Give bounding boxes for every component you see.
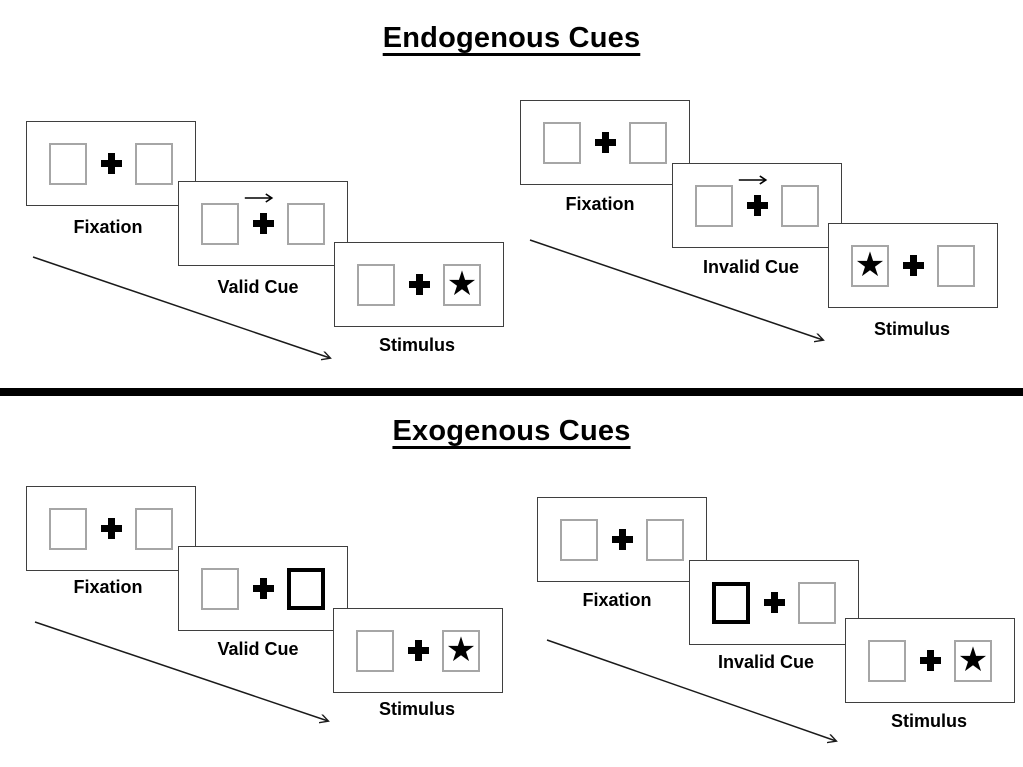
fixation-cross-icon bbox=[408, 274, 430, 295]
left-placeholder-square bbox=[356, 629, 394, 672]
star-stimulus-icon: ★ bbox=[445, 630, 477, 669]
left-placeholder-square bbox=[868, 639, 906, 682]
bold-box-cue-left bbox=[712, 581, 750, 624]
frame-stimulus: ★ bbox=[845, 618, 1015, 703]
fixation-cross-icon bbox=[100, 153, 122, 174]
star-stimulus-icon: ★ bbox=[957, 640, 989, 679]
right-placeholder-square bbox=[135, 142, 173, 185]
right-placeholder-square bbox=[646, 518, 684, 561]
left-placeholder-square bbox=[49, 142, 87, 185]
frame-cue bbox=[689, 560, 859, 645]
right-placeholder-square bbox=[781, 184, 819, 227]
right-target-square: ★ bbox=[443, 263, 481, 306]
frame-fixation bbox=[26, 486, 196, 571]
frame-label: Stimulus bbox=[890, 711, 968, 731]
right-target-square: ★ bbox=[442, 629, 480, 672]
fixation-cross-icon bbox=[902, 255, 924, 276]
right-target-square: ★ bbox=[954, 639, 992, 682]
fixation-cross-icon bbox=[252, 578, 274, 599]
left-placeholder-square bbox=[201, 567, 239, 610]
section-divider bbox=[0, 388, 1023, 396]
star-stimulus-icon: ★ bbox=[854, 245, 886, 284]
fixation-cross-icon bbox=[919, 650, 941, 671]
right-arrow-cue-icon bbox=[738, 175, 768, 185]
frame-label: Stimulus bbox=[378, 699, 456, 719]
right-placeholder-square bbox=[798, 581, 836, 624]
frame-cue bbox=[178, 181, 348, 266]
left-placeholder-square bbox=[695, 184, 733, 227]
left-placeholder-square bbox=[201, 202, 239, 245]
fixation-cross-icon bbox=[763, 592, 785, 613]
frame-label: Stimulus bbox=[378, 335, 456, 355]
left-placeholder-square bbox=[357, 263, 395, 306]
section-title-exogenous: Exogenous Cues bbox=[392, 415, 631, 447]
left-target-square: ★ bbox=[851, 244, 889, 287]
frame-fixation bbox=[537, 497, 707, 582]
left-placeholder-square bbox=[543, 121, 581, 164]
frame-label: Invalid Cue bbox=[717, 652, 815, 672]
frame-stimulus: ★ bbox=[333, 608, 503, 693]
frame-cue bbox=[672, 163, 842, 248]
star-stimulus-icon: ★ bbox=[446, 264, 478, 303]
frame-label: Fixation bbox=[582, 590, 652, 610]
frame-label: Stimulus bbox=[873, 319, 951, 339]
timeline-arrow-endogenous-invalid bbox=[529, 239, 823, 340]
frame-label: Valid Cue bbox=[217, 639, 299, 659]
fixation-cross-icon bbox=[611, 529, 633, 550]
timeline-arrow-exogenous-valid bbox=[34, 621, 328, 721]
left-placeholder-square bbox=[560, 518, 598, 561]
frame-label: Valid Cue bbox=[217, 277, 299, 297]
right-arrow-cue-icon bbox=[244, 193, 274, 203]
frame-label: Invalid Cue bbox=[702, 257, 800, 277]
frame-fixation bbox=[26, 121, 196, 206]
frame-label: Fixation bbox=[73, 217, 143, 237]
right-placeholder-square bbox=[135, 507, 173, 550]
bold-box-cue-right bbox=[287, 567, 325, 610]
frame-cue bbox=[178, 546, 348, 631]
fixation-cross-icon bbox=[100, 518, 122, 539]
right-placeholder-square bbox=[629, 121, 667, 164]
timeline-arrow-endogenous-valid bbox=[32, 256, 330, 358]
right-placeholder-square bbox=[937, 244, 975, 287]
frame-label: Fixation bbox=[565, 194, 635, 214]
fixation-cross-icon bbox=[252, 213, 274, 234]
frame-label: Fixation bbox=[73, 577, 143, 597]
frame-fixation bbox=[520, 100, 690, 185]
frame-stimulus: ★ bbox=[334, 242, 504, 327]
fixation-cross-icon bbox=[594, 132, 616, 153]
frame-stimulus: ★ bbox=[828, 223, 998, 308]
section-title-endogenous: Endogenous Cues bbox=[382, 22, 641, 54]
left-placeholder-square bbox=[49, 507, 87, 550]
fixation-cross-icon bbox=[746, 195, 768, 216]
right-placeholder-square bbox=[287, 202, 325, 245]
fixation-cross-icon bbox=[407, 640, 429, 661]
